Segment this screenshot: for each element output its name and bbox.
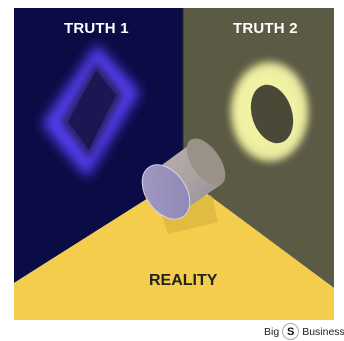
cylinder-object xyxy=(141,138,226,220)
reality-label: REALITY xyxy=(149,272,218,289)
yellow-circle-shadow xyxy=(222,52,314,168)
brand-logo-icon: S xyxy=(282,323,300,340)
truth-1-label: TRUTH 1 xyxy=(64,20,129,37)
blue-diamond-shadow xyxy=(42,44,140,178)
truth-2-label: TRUTH 2 xyxy=(233,20,298,37)
floor xyxy=(14,176,334,320)
brand-right-text: Business xyxy=(302,325,344,338)
brand-watermark: Big S Business xyxy=(258,322,344,341)
brand-left-text: Big xyxy=(264,325,280,338)
